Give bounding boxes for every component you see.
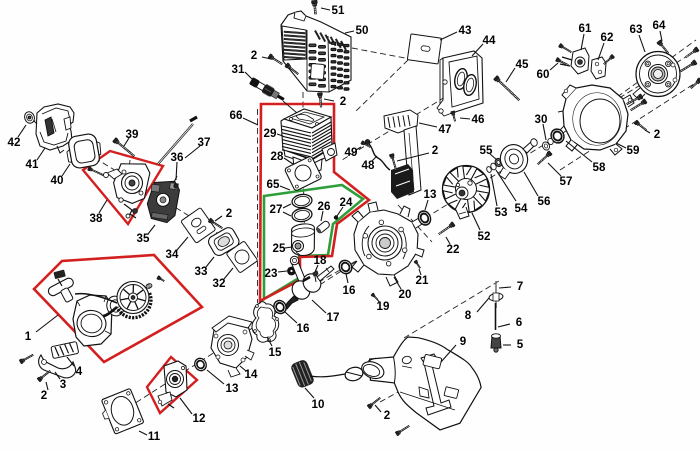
- svg-text:21: 21: [416, 274, 429, 287]
- svg-text:25: 25: [273, 242, 286, 255]
- svg-text:13: 13: [226, 382, 239, 395]
- svg-text:28: 28: [271, 150, 284, 163]
- svg-text:51: 51: [332, 4, 345, 17]
- svg-text:40: 40: [51, 174, 64, 187]
- svg-text:30: 30: [535, 113, 548, 126]
- svg-text:2: 2: [340, 95, 346, 108]
- svg-text:44: 44: [483, 34, 496, 47]
- svg-text:16: 16: [297, 322, 310, 335]
- svg-text:29: 29: [264, 127, 277, 140]
- svg-text:12: 12: [193, 412, 206, 425]
- svg-text:32: 32: [213, 277, 226, 290]
- svg-text:2: 2: [226, 207, 232, 220]
- svg-text:63: 63: [630, 23, 643, 36]
- svg-text:33: 33: [195, 265, 208, 278]
- svg-text:2: 2: [654, 128, 660, 141]
- svg-text:8: 8: [465, 309, 472, 322]
- svg-text:9: 9: [460, 335, 467, 348]
- svg-text:20: 20: [399, 288, 412, 301]
- svg-text:7: 7: [517, 280, 523, 293]
- svg-text:53: 53: [495, 206, 508, 219]
- svg-text:55: 55: [480, 144, 493, 157]
- svg-text:2: 2: [251, 49, 257, 62]
- svg-text:50: 50: [356, 24, 369, 37]
- svg-text:27: 27: [270, 203, 283, 216]
- svg-text:60: 60: [537, 68, 550, 81]
- svg-text:54: 54: [515, 202, 528, 215]
- svg-text:16: 16: [343, 284, 356, 297]
- svg-text:10: 10: [312, 398, 325, 411]
- svg-text:23: 23: [265, 267, 278, 280]
- svg-text:49: 49: [345, 146, 358, 159]
- svg-text:62: 62: [601, 31, 614, 44]
- svg-text:4: 4: [76, 365, 83, 378]
- svg-text:37: 37: [198, 136, 211, 149]
- svg-text:17: 17: [327, 311, 340, 324]
- svg-text:1: 1: [25, 330, 32, 343]
- svg-text:43: 43: [459, 24, 472, 37]
- svg-text:61: 61: [579, 22, 592, 35]
- svg-text:38: 38: [90, 212, 103, 225]
- svg-text:52: 52: [478, 230, 491, 243]
- svg-text:56: 56: [538, 195, 551, 208]
- svg-text:6: 6: [516, 316, 523, 329]
- svg-text:66: 66: [230, 109, 243, 122]
- svg-text:5: 5: [517, 338, 524, 351]
- svg-text:31: 31: [232, 63, 245, 76]
- svg-text:11: 11: [148, 430, 161, 443]
- svg-text:18: 18: [314, 254, 327, 267]
- svg-text:24: 24: [340, 196, 353, 209]
- svg-text:14: 14: [245, 368, 258, 381]
- svg-text:59: 59: [627, 144, 640, 157]
- svg-text:48: 48: [362, 159, 375, 172]
- svg-text:64: 64: [653, 19, 666, 32]
- svg-text:2: 2: [384, 409, 390, 422]
- svg-text:2: 2: [41, 389, 47, 402]
- svg-text:36: 36: [171, 151, 184, 164]
- svg-text:22: 22: [447, 243, 460, 256]
- svg-text:15: 15: [269, 346, 282, 359]
- svg-text:3: 3: [60, 378, 67, 391]
- svg-text:46: 46: [472, 113, 485, 126]
- svg-text:42: 42: [8, 136, 21, 149]
- svg-text:2: 2: [432, 144, 438, 157]
- svg-text:57: 57: [560, 175, 573, 188]
- svg-text:26: 26: [318, 200, 331, 213]
- svg-text:34: 34: [166, 248, 179, 261]
- svg-text:35: 35: [137, 232, 150, 245]
- svg-text:19: 19: [377, 300, 390, 313]
- svg-text:45: 45: [516, 58, 529, 71]
- svg-text:58: 58: [593, 161, 606, 174]
- svg-text:41: 41: [26, 158, 39, 171]
- svg-text:39: 39: [126, 128, 139, 141]
- svg-text:65: 65: [267, 178, 280, 191]
- svg-text:13: 13: [424, 188, 437, 201]
- svg-text:47: 47: [439, 123, 452, 136]
